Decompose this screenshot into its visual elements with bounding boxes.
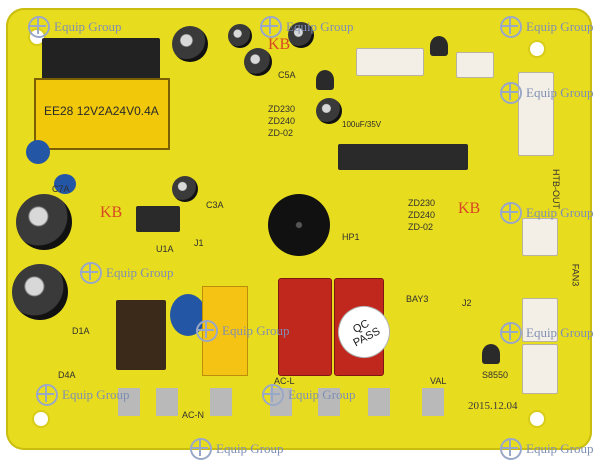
electrolytic-capacitor: [12, 264, 68, 320]
dip-ic: [338, 144, 468, 170]
spade-terminal: [368, 388, 390, 416]
globe-icon: [36, 384, 58, 406]
spade-terminal: [210, 388, 232, 416]
brand-mark: KB: [100, 204, 123, 221]
globe-icon: [500, 438, 522, 460]
silk-label: ZD240: [268, 116, 296, 126]
silk-label: AC-L: [274, 376, 295, 386]
transistor: [482, 344, 500, 364]
silk-label: ZD230: [268, 104, 296, 114]
silk-label: HP1: [342, 232, 360, 242]
globe-icon: [500, 16, 522, 38]
electrolytic-capacitor: [244, 48, 272, 76]
electrolytic-capacitor: [316, 98, 342, 124]
silk-label: C7A: [52, 184, 70, 194]
watermark-text: Equip Group: [288, 387, 356, 402]
buzzer: [268, 194, 330, 256]
brand-mark: KB: [268, 36, 291, 53]
silk-label: C3A: [206, 200, 224, 210]
watermark: Equip Group: [262, 384, 356, 406]
dip-ic-small: [136, 206, 180, 232]
capacitor-spec-label: 100uF/35V: [342, 120, 382, 129]
watermark-text: Equip Group: [526, 325, 594, 340]
silk-label: BAY3: [406, 294, 429, 304]
watermark-text: Equip Group: [54, 19, 122, 34]
watermark: Equip Group: [500, 202, 594, 224]
transformer-label: EE28 12V2A24V0.4A: [44, 104, 159, 118]
connector-header: [522, 218, 558, 256]
globe-icon: [260, 16, 282, 38]
watermark-text: Equip Group: [526, 205, 594, 220]
date-code: 2015.12.04: [468, 400, 518, 412]
watermark-text: Equip Group: [526, 85, 594, 100]
watermark: Equip Group: [190, 438, 284, 460]
silk-label: J2: [462, 298, 472, 308]
connector-header: [518, 72, 554, 156]
spade-terminal: [156, 388, 178, 416]
watermark: Equip Group: [260, 16, 354, 38]
transistor: [430, 36, 448, 56]
electrolytic-capacitor: [172, 26, 208, 62]
silk-label: VAL: [430, 376, 447, 386]
electrolytic-capacitor: [172, 176, 198, 202]
connector-header: [456, 52, 494, 78]
silk-label: D1A: [72, 326, 90, 336]
silk-label: ZD240: [408, 210, 436, 220]
circuit-board: EE28 12V2A24V0.4A 100uF/35V QC PASS: [6, 8, 592, 450]
globe-icon: [262, 384, 284, 406]
transformer: EE28 12V2A24V0.4A: [34, 78, 170, 150]
silk-label: FAN3: [570, 263, 581, 287]
watermark-text: Equip Group: [62, 387, 130, 402]
watermark: Equip Group: [28, 16, 122, 38]
silk-label: S8550: [482, 370, 509, 380]
watermark: Equip Group: [500, 82, 594, 104]
silk-label: J1: [194, 238, 204, 248]
watermark-text: Equip Group: [286, 19, 354, 34]
electrolytic-capacitor: [228, 24, 252, 48]
mounting-hole: [34, 412, 48, 426]
mounting-hole: [530, 42, 544, 56]
spade-terminal: [422, 388, 444, 416]
connector-header: [522, 344, 558, 394]
relay: [278, 278, 332, 376]
transistor: [316, 70, 334, 90]
watermark: Equip Group: [500, 438, 594, 460]
blue-capacitor: [26, 140, 50, 164]
watermark-text: Equip Group: [526, 441, 594, 456]
connector-header: [522, 298, 558, 342]
silk-label: ZD-02: [268, 128, 294, 138]
watermark: Equip Group: [36, 384, 130, 406]
globe-icon: [28, 16, 50, 38]
connector-header: [356, 48, 424, 76]
inductor: [116, 300, 166, 370]
brand-mark: KB: [458, 200, 481, 217]
spade-terminal: [318, 388, 340, 416]
watermark: Equip Group: [500, 322, 594, 344]
silk-label: C5A: [278, 70, 296, 80]
electrolytic-capacitor: [288, 22, 314, 48]
globe-icon: [80, 262, 102, 284]
spade-terminal: [118, 388, 140, 416]
globe-icon: [190, 438, 212, 460]
globe-icon: [500, 202, 522, 224]
silk-label: D4A: [58, 370, 76, 380]
silk-label: U1A: [156, 244, 174, 254]
watermark: Equip Group: [196, 320, 290, 342]
blue-capacitor: [54, 174, 76, 194]
globe-icon: [196, 320, 218, 342]
globe-icon: [500, 82, 522, 104]
watermark-text: Equip Group: [106, 265, 174, 280]
mounting-hole: [530, 412, 544, 426]
watermark-text: Equip Group: [216, 441, 284, 456]
silk-label: AC-N: [182, 410, 204, 420]
watermark-text: Equip Group: [222, 323, 290, 338]
silk-label: ZD-02: [408, 222, 434, 232]
watermark: Equip Group: [500, 16, 594, 38]
globe-icon: [500, 322, 522, 344]
watermark-text: Equip Group: [526, 19, 594, 34]
electrolytic-capacitor: [16, 194, 72, 250]
silk-label: ZD230: [408, 198, 436, 208]
watermark: Equip Group: [80, 262, 174, 284]
